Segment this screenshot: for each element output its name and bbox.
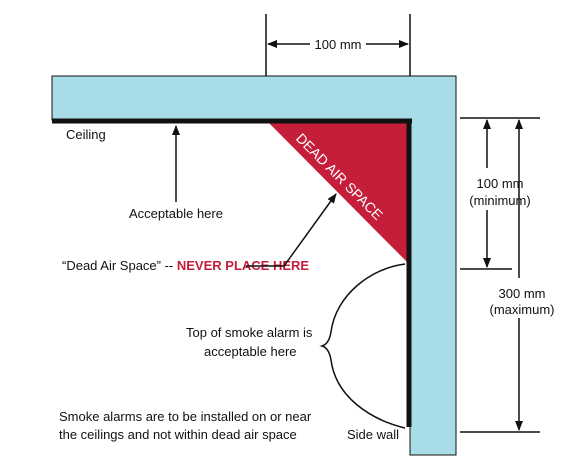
acceptable-zone-brace — [319, 263, 406, 429]
dead-air-callout-prefix: “Dead Air Space” -- — [62, 258, 177, 273]
dead-air-space-triangle — [268, 122, 407, 262]
never-place-here-warning: NEVER PLACE HERE — [177, 258, 310, 273]
top-alarm-label-line1: Top of smoke alarm is — [186, 325, 313, 340]
dim-min-value: 100 mm — [477, 176, 524, 191]
top-alarm-label-line2: acceptable here — [204, 344, 297, 359]
dim-width-label: 100 mm — [315, 37, 362, 52]
dim-max-value: 300 mm — [499, 286, 546, 301]
instructions-line1: Smoke alarms are to be installed on or n… — [59, 409, 312, 424]
dim-max-qualifier: (maximum) — [490, 302, 555, 317]
dead-air-callout: “Dead Air Space” -- NEVER PLACE HERE — [62, 258, 309, 273]
dim-min-qualifier: (minimum) — [469, 193, 530, 208]
acceptable-here-label: Acceptable here — [129, 206, 223, 221]
instructions-line2: the ceilings and not within dead air spa… — [59, 427, 297, 442]
side-wall-label: Side wall — [347, 427, 399, 442]
ceiling-label: Ceiling — [66, 127, 106, 142]
dead-air-leader-arrow — [246, 193, 337, 267]
